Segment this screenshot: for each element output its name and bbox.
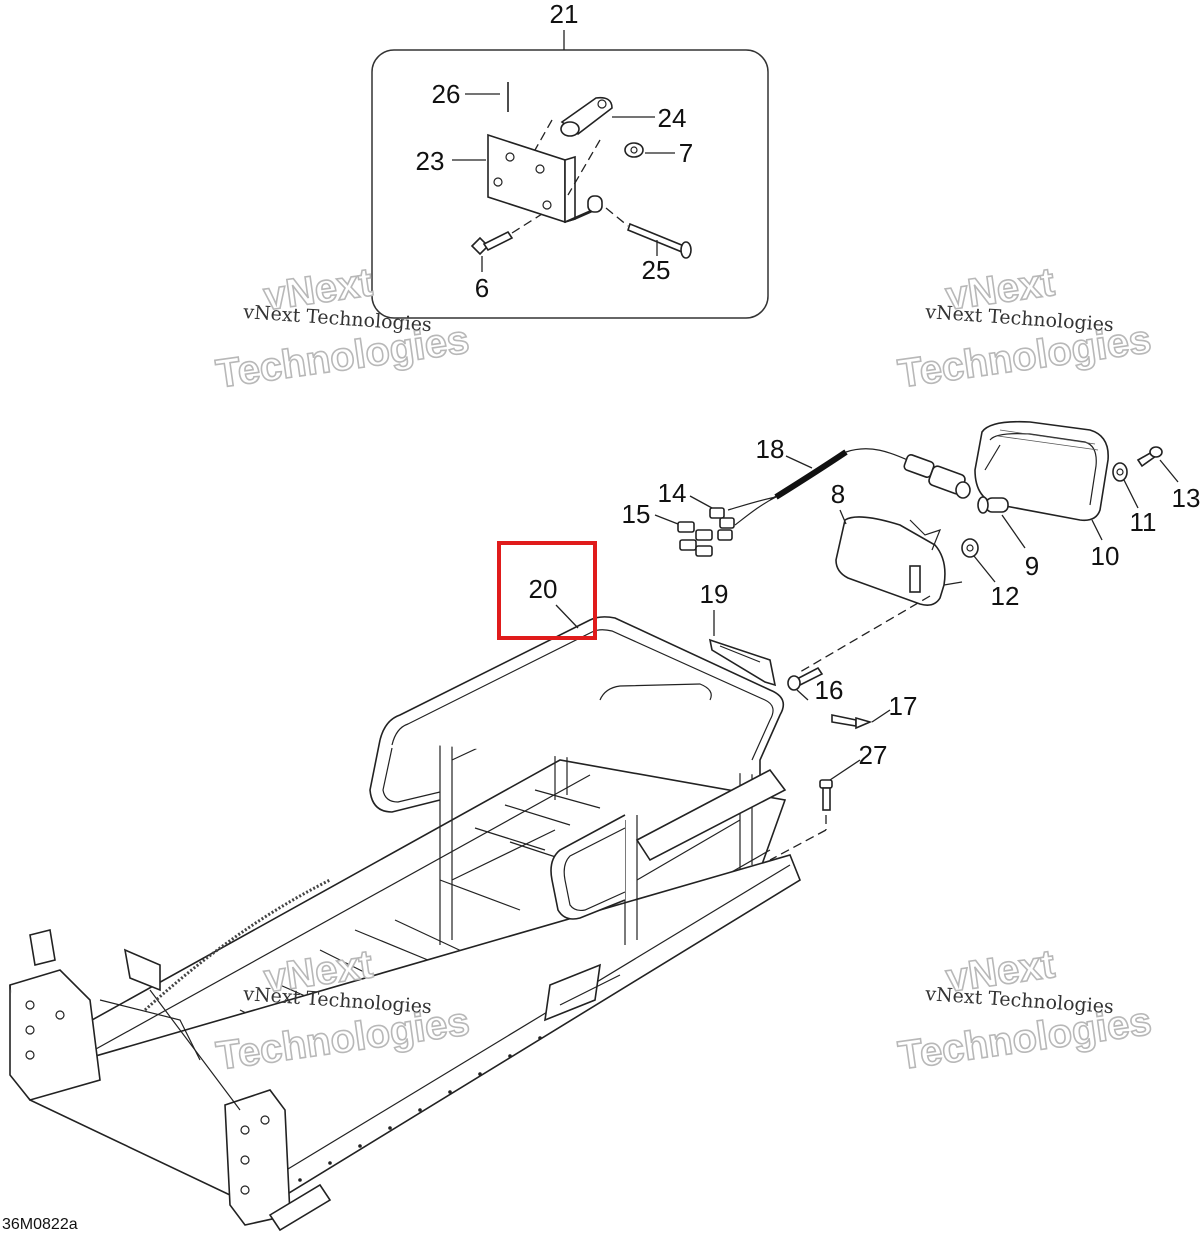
sled-cargo-frame	[9, 616, 801, 1232]
callout-25: 25	[642, 255, 671, 285]
bulb	[977, 496, 1009, 514]
clevis-pin	[627, 222, 692, 259]
callout-18: 18	[756, 434, 785, 464]
watermark-big-1: vNext	[261, 260, 375, 319]
callout-11: 11	[1130, 507, 1157, 537]
callout-14: 14	[658, 478, 687, 508]
callout-27: 27	[859, 740, 888, 770]
callout-labels: 21 26 24 23 7 6 25 18 14 15 8 13 11 9 10…	[416, 0, 1200, 770]
callout-13: 13	[1172, 483, 1200, 513]
drawing-reference: 36M0822a	[2, 1216, 78, 1233]
tail-light-base	[835, 516, 963, 606]
bolt-27	[819, 779, 833, 811]
callout-23: 23	[416, 146, 445, 176]
callout-19: 19	[700, 579, 729, 609]
callout-15: 15	[622, 499, 651, 529]
callout-16: 16	[815, 675, 844, 705]
callout-7: 7	[679, 138, 693, 168]
light-bracket	[708, 638, 777, 687]
bolt-16	[787, 666, 824, 691]
hitch-link	[560, 96, 613, 137]
callout-12: 12	[991, 581, 1020, 611]
tail-light-assembly	[654, 420, 1179, 861]
bolt-6	[470, 230, 514, 256]
callout-9: 9	[1025, 551, 1039, 581]
callout-26: 26	[432, 79, 461, 109]
highlight-box	[497, 541, 597, 640]
callout-6: 6	[475, 273, 489, 303]
callout-24: 24	[658, 103, 687, 133]
callout-20: 20	[529, 574, 558, 604]
rivet-17	[831, 714, 873, 730]
inset-hitch-bracket	[371, 30, 769, 319]
hitch-plate	[487, 133, 603, 224]
callout-8: 8	[831, 479, 845, 509]
callout-21: 21	[550, 0, 579, 29]
callout-17: 17	[889, 691, 918, 721]
screw-13	[1136, 446, 1163, 468]
callout-10: 10	[1091, 541, 1120, 571]
